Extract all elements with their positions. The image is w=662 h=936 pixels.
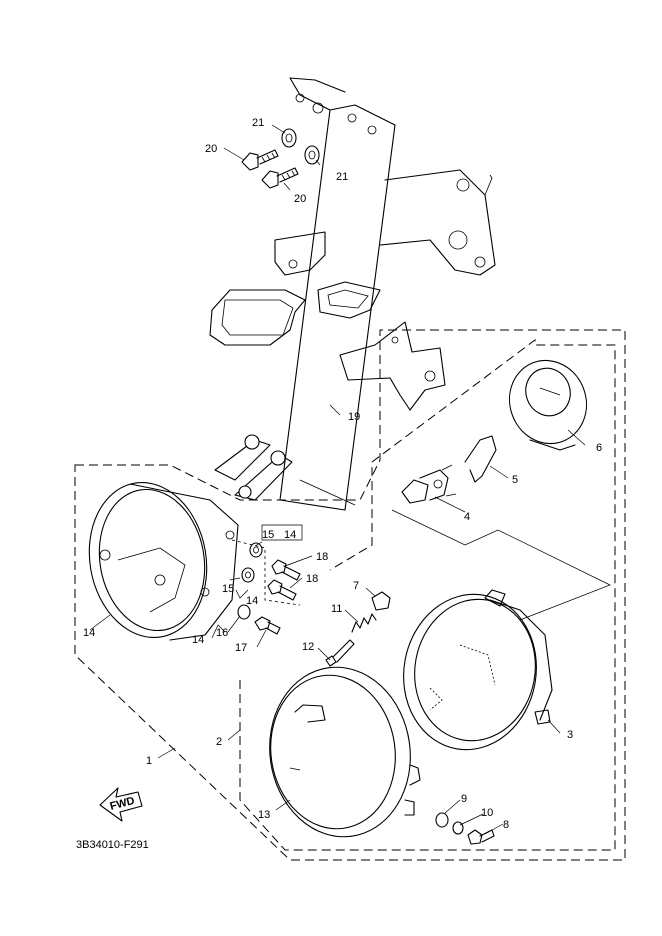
label-p16: 16: [216, 627, 228, 639]
label-p6: 6: [596, 442, 602, 454]
collar-15-lower: [241, 567, 255, 583]
label-p3: 3: [567, 729, 573, 741]
nut-16: [237, 604, 251, 620]
label-p15a: 15: [262, 529, 274, 541]
label-p13: 13: [258, 809, 270, 821]
part-labels: 21 20 21 20 19 6 5 4 15 14 18 18 15 14 1…: [83, 117, 602, 831]
bolt-20-upper: [241, 149, 279, 171]
label-p9: 9: [461, 793, 467, 805]
washer-21-upper: [281, 128, 297, 148]
label-p10: 10: [481, 807, 493, 819]
label-p12: 12: [302, 641, 314, 653]
nut-7: [371, 591, 391, 611]
label-p21b: 21: [336, 171, 348, 183]
label-p14b: 14: [246, 595, 258, 607]
label-p8: 8: [503, 819, 509, 831]
label-p15b: 15: [222, 583, 234, 595]
bolt-20-lower: [261, 167, 299, 189]
headlight-lens-unit: [403, 589, 553, 751]
fwd-arrow-icon: FWD: [99, 787, 143, 822]
label-p4: 4: [464, 511, 470, 523]
leader-lines: [89, 124, 586, 835]
washer-10: [452, 821, 464, 835]
label-p5: 5: [512, 474, 518, 486]
socket-cover: [508, 359, 588, 451]
bolt-18-upper: [271, 559, 301, 581]
screw-8: [467, 829, 495, 845]
label-p11: 11: [331, 603, 342, 615]
label-p1: 1: [146, 755, 152, 767]
screw-12: [325, 639, 355, 667]
fwd-label: FWD: [109, 795, 136, 813]
bolt-17: [254, 616, 281, 635]
label-p19: 19: [348, 411, 360, 423]
headlight-stay: [209, 77, 496, 511]
assembly-outline-2: [239, 339, 616, 851]
label-p20a: 20: [205, 143, 217, 155]
bulb: [401, 464, 457, 504]
label-p20b: 20: [294, 193, 306, 205]
bolt-18-lower: [267, 579, 297, 601]
collar-15-upper: [249, 542, 263, 558]
bulb-guide-line: [391, 509, 611, 621]
label-p21a: 21: [252, 117, 264, 129]
assembly-outline-1: [74, 329, 626, 861]
label-p14a: 14: [284, 529, 296, 541]
label-p18b: 18: [306, 573, 318, 585]
headlight-case: [88, 481, 239, 641]
dotted-guide-14: [231, 539, 301, 606]
label-p14c: 14: [192, 634, 204, 646]
label-p14d: 14: [83, 627, 95, 639]
catalog-code: 3B34010-F291: [76, 839, 149, 851]
headlight-rim: [269, 666, 421, 838]
label-p7: 7: [353, 580, 359, 592]
washer-9: [435, 812, 449, 828]
spring-11: [351, 613, 377, 633]
label-p17: 17: [235, 642, 247, 654]
label-p2: 2: [216, 736, 222, 748]
washer-21-lower: [304, 145, 320, 165]
label-p18a: 18: [316, 551, 328, 563]
bulb-clip: [464, 435, 497, 483]
